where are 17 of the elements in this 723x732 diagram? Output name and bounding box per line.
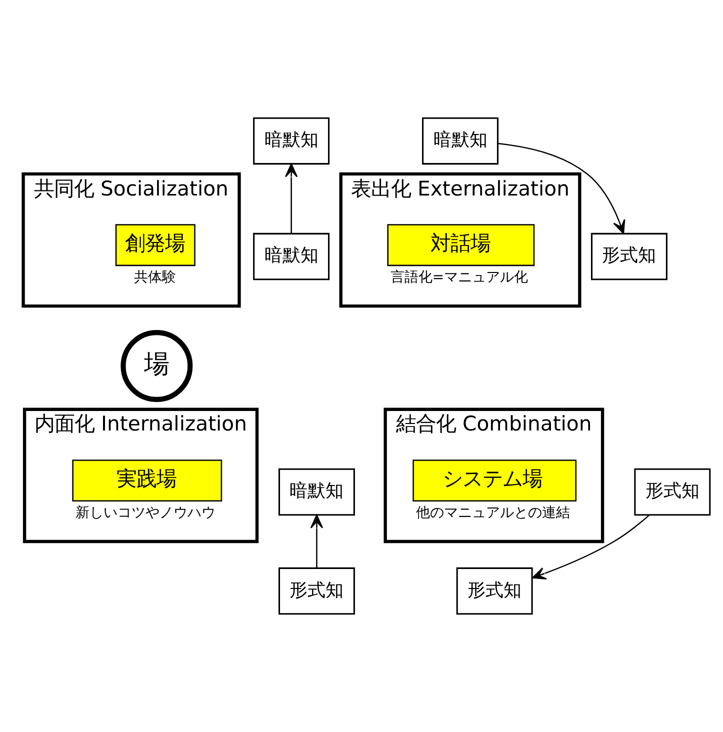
node-box: 形式知 <box>278 567 355 615</box>
node-label: 共体験 <box>134 270 176 286</box>
arrow <box>532 514 650 580</box>
node-box: 暗默知 <box>278 468 355 516</box>
node-box: 暗默知 <box>422 117 498 165</box>
node-circle: 場 <box>120 330 193 402</box>
node-box: 形式知 <box>456 567 533 615</box>
node-label: 他のマニュアルとの連結 <box>416 505 570 522</box>
node-box: 形式知 <box>634 468 711 516</box>
arrow <box>284 163 298 234</box>
node-box: 形式知 <box>590 232 668 280</box>
arrow <box>498 142 626 234</box>
node-box: 暗默知 <box>253 232 330 280</box>
node-label: 新しいコツやノウハウ <box>75 505 216 522</box>
arrow <box>310 514 324 568</box>
node-box: 暗默知 <box>253 117 330 165</box>
node-label: 言語化=マニュアル化 <box>390 270 528 286</box>
